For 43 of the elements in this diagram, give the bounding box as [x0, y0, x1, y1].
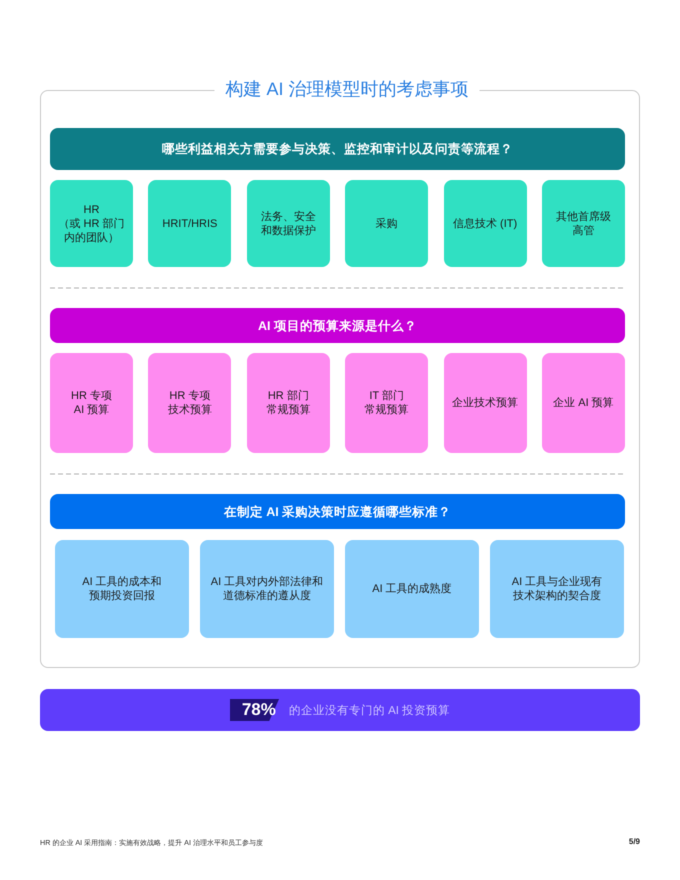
option-label: 采购	[376, 216, 398, 230]
option-label: 企业技术预算	[452, 396, 518, 410]
footer-text: 5/9	[628, 837, 640, 847]
option-label: 法务、安全和数据保护	[260, 210, 317, 238]
option-tile	[345, 353, 428, 453]
stat-value: 78%	[230, 699, 279, 721]
option-tile	[200, 540, 334, 638]
option-label: AI 工具的成本和预期投资回报	[81, 575, 163, 603]
option-tile	[542, 353, 625, 453]
option-tile	[444, 180, 527, 267]
question-bar	[50, 494, 625, 529]
option-tile	[246, 353, 330, 453]
question-text: 哪些利益相关方需要参与决策、监控和审计以及问责等流程？	[162, 141, 513, 157]
option-label: 其他首席级高管	[555, 210, 612, 238]
question-bar	[50, 128, 625, 170]
option-tile	[50, 353, 133, 453]
option-tile	[55, 540, 189, 638]
option-label: AI 工具对内外部法律和道德标准的遵从度	[210, 575, 324, 603]
option-label: 企业 AI 预算	[553, 396, 614, 410]
option-tile	[50, 180, 133, 267]
option-label: HRIT/HRIS	[162, 216, 218, 230]
option-label: HR 专项 AI 预算	[70, 389, 113, 417]
stat-caption: 的企业没有专门的 AI 投资预算	[288, 703, 450, 718]
option-tile	[148, 180, 232, 267]
option-label: （或 HR 部门内的团队）	[58, 216, 126, 244]
option-label: IT 部门常规预算	[364, 389, 410, 417]
option-tile	[444, 353, 527, 453]
question-text: AI 项目的预算来源是什么？	[258, 318, 417, 334]
option-tile	[246, 180, 330, 267]
option-label: HR 专项技术预算	[166, 389, 213, 417]
option-tile	[345, 180, 428, 267]
option-tile	[148, 353, 232, 453]
option-tile	[542, 180, 625, 267]
question-bar	[50, 308, 625, 343]
option-label: AI 工具与企业现有技术架构的契合度	[510, 575, 604, 603]
option-label: 信息技术 (IT)	[453, 216, 518, 230]
option-label: HR 部门常规预算	[265, 389, 312, 417]
option-tile	[490, 540, 624, 638]
option-tile	[345, 540, 479, 638]
stat-banner	[40, 689, 640, 731]
question-text: 在制定 AI 采购决策时应遵循哪些标准？	[224, 504, 452, 520]
option-label: AI 工具的成熟度	[372, 582, 452, 596]
option-label: HR	[84, 202, 100, 216]
